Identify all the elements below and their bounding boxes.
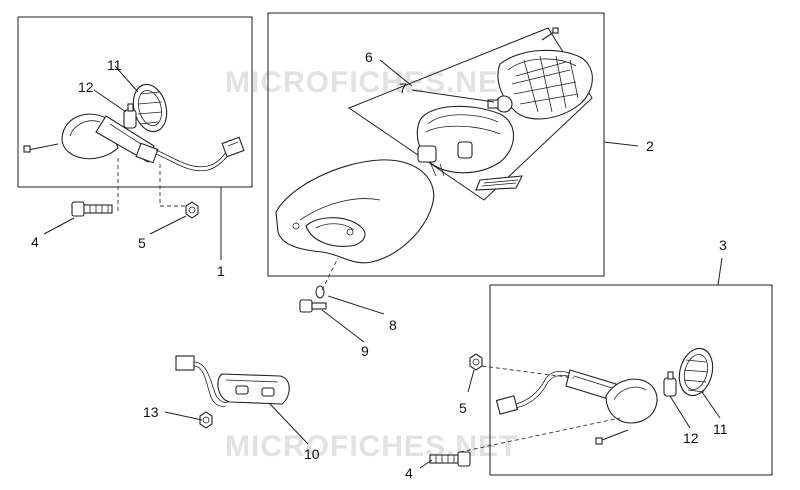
nut-plate-light — [199, 411, 213, 429]
group-box-rear-right-indicator — [489, 284, 773, 476]
indicator-arm-left — [95, 115, 159, 164]
callout-5-right: 5 — [459, 400, 467, 416]
callout-1: 1 — [217, 263, 225, 279]
group-box-front-left-indicator — [17, 16, 253, 188]
nut-right — [469, 353, 483, 371]
callout-8: 8 — [389, 317, 397, 333]
license-plate-light — [217, 373, 290, 405]
watermark-bottom: MICROFICHES.NET — [225, 430, 518, 463]
callout-13: 13 — [143, 404, 159, 420]
bolt-left — [71, 201, 113, 217]
nut-left — [185, 201, 199, 219]
callout-6: 6 — [365, 49, 373, 65]
reflector-plate — [475, 175, 523, 191]
tail-light-cover — [275, 159, 435, 264]
callout-2: 2 — [646, 138, 654, 154]
group-box-tail-light — [267, 12, 605, 277]
assembly-line-cover — [321, 257, 339, 291]
bulb-right — [663, 371, 677, 397]
callout-12-left: 12 — [78, 79, 94, 95]
tail-light-bulb — [487, 95, 513, 113]
callout-4-right: 4 — [405, 465, 413, 481]
callout-9: 9 — [361, 343, 369, 359]
callout-12-right: 12 — [683, 430, 699, 446]
screw-lens-right — [595, 429, 629, 445]
callout-11-left: 11 — [107, 57, 122, 73]
callout-4-left: 4 — [31, 234, 39, 250]
assembly-line-right-a — [481, 365, 575, 379]
assembly-line-left-b — [159, 164, 186, 207]
leader-lines — [43, 59, 723, 469]
bolt-right — [429, 451, 471, 467]
callout-3: 3 — [719, 237, 727, 253]
screw-lens-left — [23, 143, 59, 153]
wire-connector-plate-light — [175, 355, 229, 407]
screw-lens-top — [541, 27, 559, 41]
callout-11-right: 11 — [713, 421, 728, 437]
watermark-top: MICROFICHES.NET — [225, 66, 518, 99]
wire-connector-right — [495, 370, 575, 415]
indicator-lens-right — [605, 378, 658, 424]
bulb-left — [123, 103, 137, 129]
wire-connector-left — [155, 136, 245, 172]
tail-light-housing — [416, 105, 515, 177]
assembly-line-right-b — [459, 417, 621, 453]
callout-10: 10 — [304, 446, 320, 462]
tail-light-subassembly-outline — [347, 27, 593, 201]
tail-light-lens — [497, 49, 593, 120]
callout-5-left: 5 — [138, 235, 146, 251]
bulb-holder-right — [678, 347, 714, 397]
callout-7: 7 — [399, 80, 407, 96]
